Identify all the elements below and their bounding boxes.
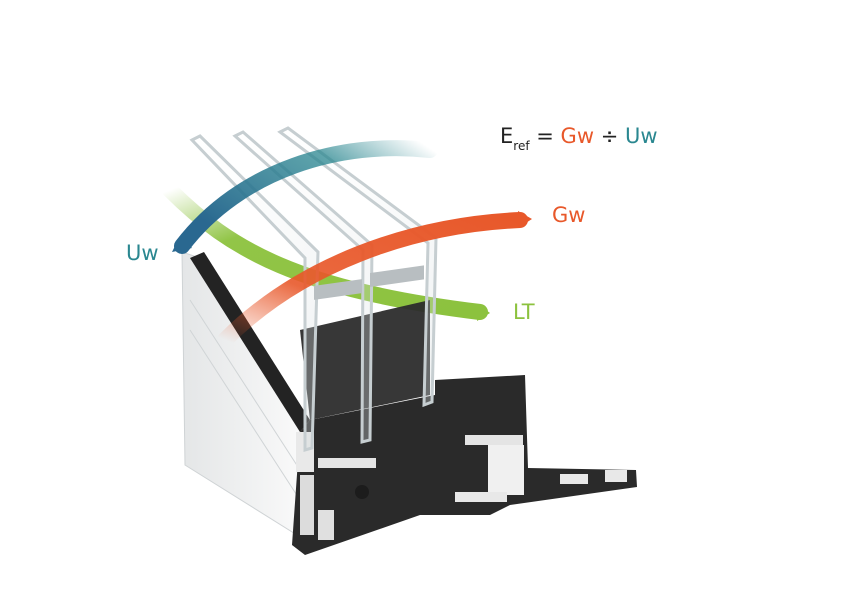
lt-arrow (162, 182, 488, 320)
lt-arrowhead-icon (477, 304, 490, 321)
formula-term-uw: Uw (624, 124, 658, 148)
uw-arrowhead-icon (172, 236, 192, 252)
gasket-strip (190, 252, 310, 432)
glass-panes (189, 126, 438, 452)
formula-lhs: E (500, 124, 514, 148)
lt-label: LT (513, 300, 535, 324)
profile-cross-section (292, 375, 637, 555)
formula-equals: = (536, 124, 554, 148)
glass-pane-3 (277, 126, 438, 408)
uw-label: Uw (126, 241, 159, 265)
glass-pane-1 (189, 134, 320, 452)
formula-term-gw: Gw (560, 124, 594, 148)
gw-arrowhead-icon (518, 211, 532, 228)
uw-arrow (174, 140, 438, 254)
formula-divide: ÷ (600, 124, 619, 148)
gw-arrow (217, 212, 528, 348)
eref-formula: Eref = Gw ÷ Uw (500, 124, 658, 153)
formula-lhs-subscript: ref (513, 139, 530, 153)
gw-label: Gw (552, 203, 586, 227)
